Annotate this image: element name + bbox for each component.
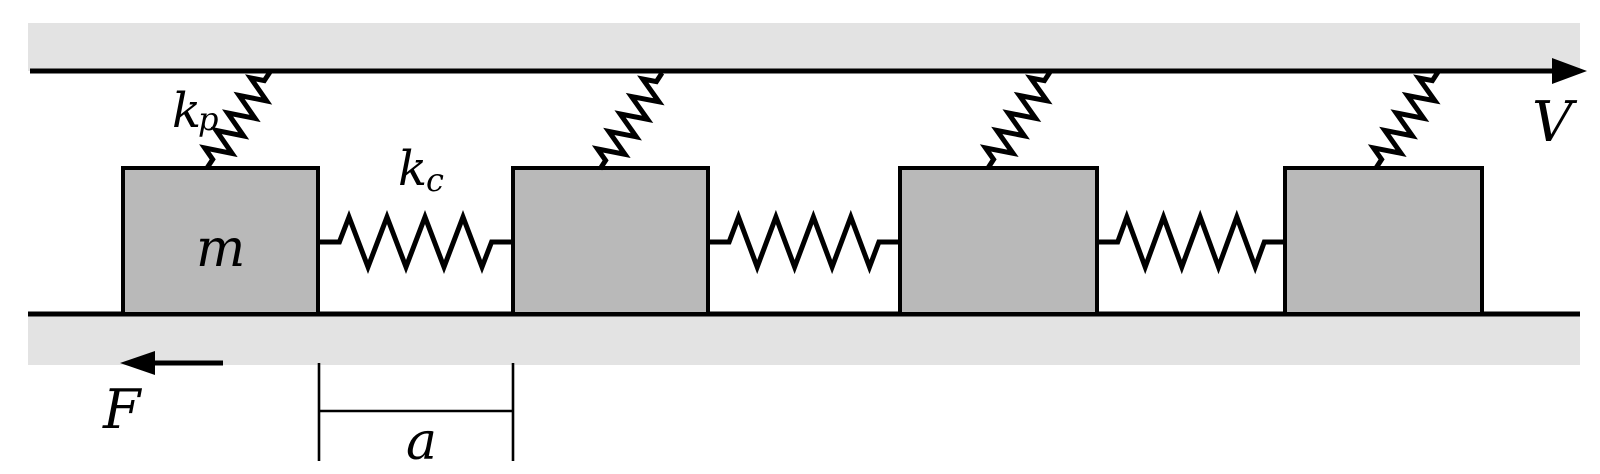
mass-block-1 [121,166,320,316]
mass-block-3 [898,166,1099,316]
lower-substrate-band [28,314,1580,365]
coupling-spring-2 [708,209,900,275]
plate-spring-4 [1367,70,1441,170]
coupling-spring-3 [1097,209,1285,275]
coupling-spring-subscript: c [426,161,444,199]
mass-block-2 [511,166,710,316]
velocity-arrowhead-icon [1552,58,1587,84]
velocity-label: V [1532,90,1578,155]
plate-spring-2 [591,71,665,171]
upper-slider-band [28,23,1580,71]
plate-spring-subscript: p [198,100,218,138]
mass-label: m [196,219,245,279]
force-label: F [102,378,143,441]
plate-spring-1 [199,70,273,170]
mass-block-4 [1283,166,1484,316]
coupling-spring-label: k [398,141,427,197]
plate-spring-label: k [172,83,201,139]
plate-spring-3 [979,70,1053,170]
spacing-label: a [406,412,437,472]
coupling-spring-1 [318,209,513,275]
force-arrowhead-icon [120,351,155,375]
